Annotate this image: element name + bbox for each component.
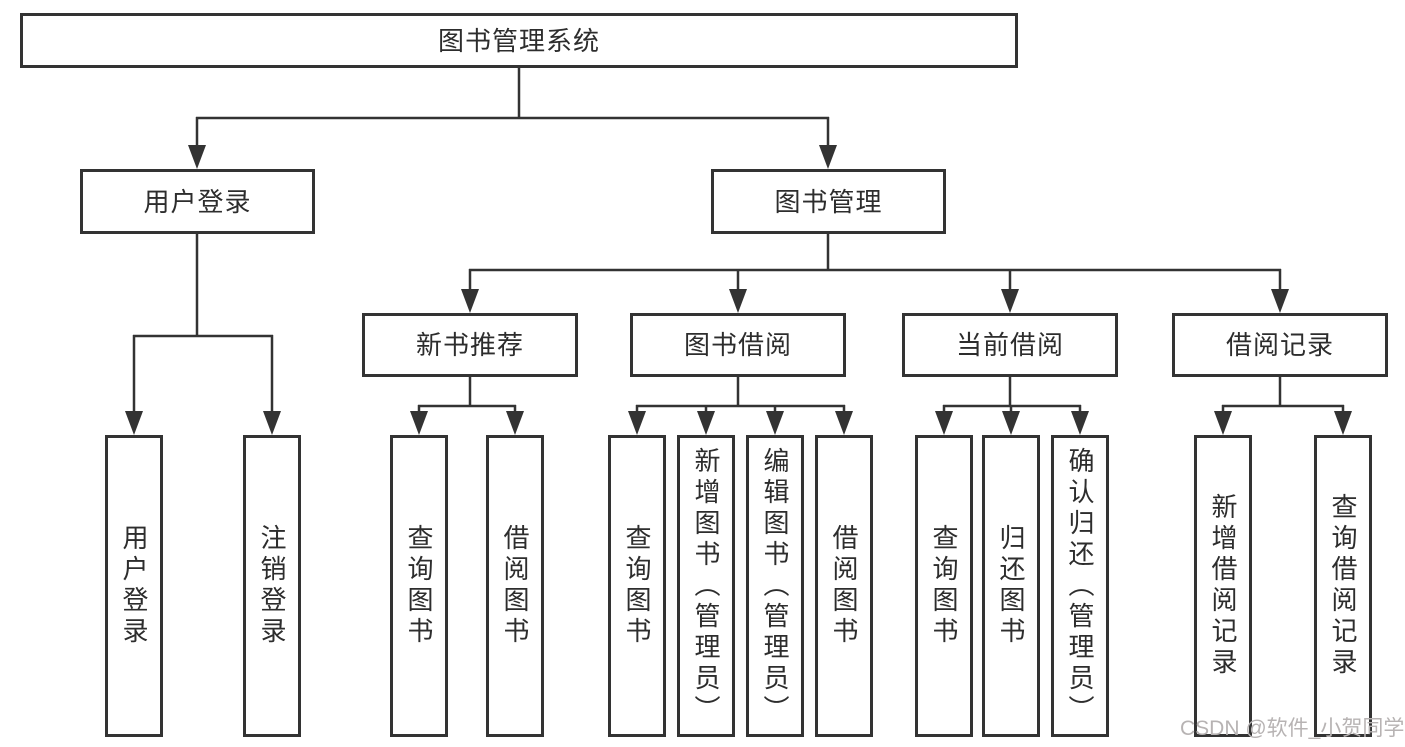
leaf-confirm-return-admin: 确认归还（管理员） (1051, 435, 1109, 737)
node-borrowing-records: 借阅记录 (1172, 313, 1388, 377)
node-borrowing-records-label: 借阅记录 (1225, 330, 1334, 360)
leaf-confirm-return-admin-label: 确认归还（管理员） (1065, 446, 1095, 726)
node-root-label: 图书管理系统 (437, 25, 600, 56)
leaf-add-borrow-record: 新增借阅记录 (1194, 435, 1252, 737)
leaf-borrow-books-2: 借阅图书 (815, 435, 873, 737)
node-new-book-recommend-label: 新书推荐 (415, 330, 524, 360)
leaf-query-borrow-record-label: 查询借阅记录 (1328, 493, 1358, 679)
leaf-query-books-1-label: 查询图书 (404, 524, 434, 648)
leaf-edit-books-admin-label: 编辑图书（管理员） (760, 446, 790, 726)
leaf-query-books-1: 查询图书 (390, 435, 448, 737)
node-book-management: 图书管理 (711, 169, 946, 234)
node-current-borrowing: 当前借阅 (902, 313, 1118, 377)
leaf-borrow-books-2-label: 借阅图书 (829, 524, 859, 648)
leaf-user-login: 用户登录 (105, 435, 163, 737)
leaf-user-login-label: 用户登录 (119, 524, 149, 648)
node-user-login: 用户登录 (80, 169, 315, 234)
leaf-query-borrow-record: 查询借阅记录 (1314, 435, 1372, 737)
leaf-borrow-books-1: 借阅图书 (486, 435, 544, 737)
node-book-borrowing-label: 图书借阅 (683, 330, 792, 360)
node-book-management-label: 图书管理 (774, 186, 883, 217)
leaf-borrow-books-1-label: 借阅图书 (500, 524, 530, 648)
leaf-logout-login: 注销登录 (243, 435, 301, 737)
leaf-logout-login-label: 注销登录 (257, 524, 287, 648)
leaf-add-books-admin-label: 新增图书（管理员） (691, 446, 721, 726)
leaf-add-borrow-record-label: 新增借阅记录 (1208, 493, 1238, 679)
leaf-query-books-2: 查询图书 (608, 435, 666, 737)
leaf-return-books: 归还图书 (982, 435, 1040, 737)
node-current-borrowing-label: 当前借阅 (955, 330, 1064, 360)
node-book-borrowing: 图书借阅 (630, 313, 846, 377)
leaf-add-books-admin: 新增图书（管理员） (677, 435, 735, 737)
node-new-book-recommend: 新书推荐 (362, 313, 578, 377)
node-root: 图书管理系统 (20, 13, 1018, 68)
leaf-return-books-label: 归还图书 (996, 524, 1026, 648)
leaf-query-books-2-label: 查询图书 (622, 524, 652, 648)
leaf-edit-books-admin: 编辑图书（管理员） (746, 435, 804, 737)
node-user-login-label: 用户登录 (143, 186, 252, 217)
watermark: CSDN @软件_小贺同学 (1180, 717, 1405, 740)
leaf-query-books-3-label: 查询图书 (929, 524, 959, 648)
leaf-query-books-3: 查询图书 (915, 435, 973, 737)
